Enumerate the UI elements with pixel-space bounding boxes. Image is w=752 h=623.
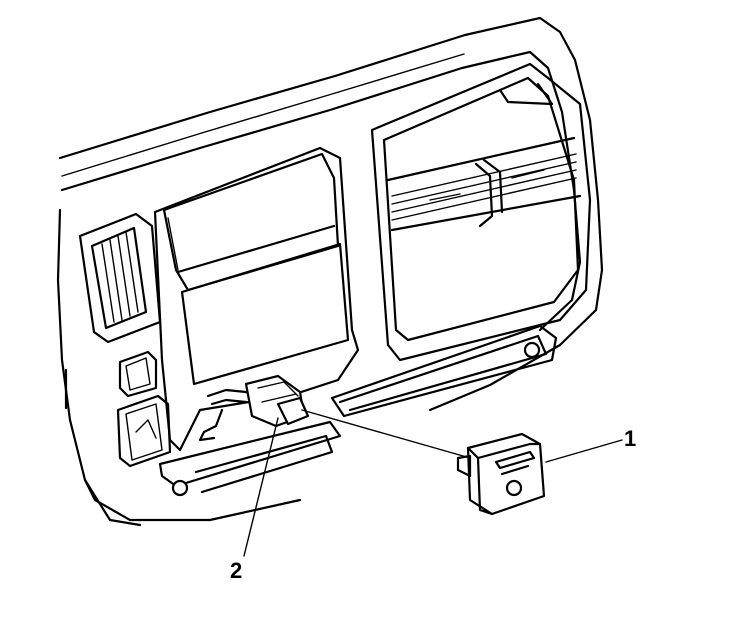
radio-bezel [153,146,360,452]
connector-to-switch-line [301,409,471,459]
left-control-buttons [116,350,172,468]
rear-window-defog-switch [456,432,546,516]
wiring-harness-connector [198,374,310,442]
center-hvac-vent [370,62,592,362]
callout-label-2: 2 [230,558,242,583]
lower-trim-strip [158,324,558,497]
left-air-vent [78,212,162,344]
dash-outer-trim [56,16,604,527]
callout-2-leader [243,417,279,557]
callout-label-1: 1 [624,426,636,451]
callout-1-leader [545,439,623,463]
